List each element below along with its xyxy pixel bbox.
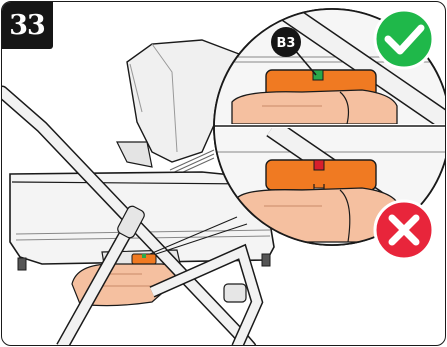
hand-top [232, 90, 397, 124]
step-badge: 33 [1, 1, 53, 49]
step-number: 33 [9, 10, 45, 41]
indicator-unlocked [314, 160, 324, 170]
b3-label: B3 [277, 36, 296, 51]
cross-icon [375, 201, 433, 259]
checkmark-icon [375, 10, 433, 68]
indicator-locked [313, 70, 323, 80]
